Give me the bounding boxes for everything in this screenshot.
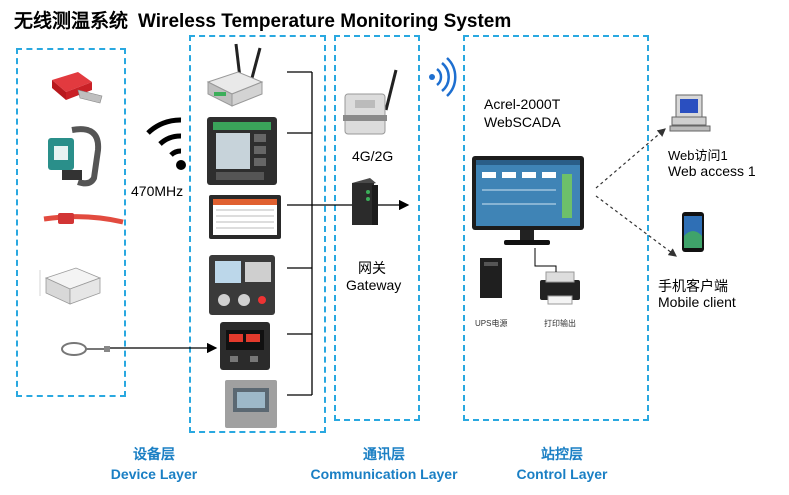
scada-type-label: WebSCADA	[484, 114, 561, 130]
communication-layer-box	[334, 35, 420, 421]
temperature-display-panel-icon	[207, 117, 277, 185]
ups-label: UPS电源	[475, 319, 508, 328]
web-access-cn-label: Web访问1	[668, 148, 728, 163]
gateway-device-icon	[352, 178, 378, 225]
device-layer-label: 设备层 Device Layer	[96, 444, 212, 484]
gateway-cn-label: 网关	[358, 260, 386, 276]
red-sensor-icon	[52, 72, 103, 104]
strap-sensor-icon	[43, 213, 124, 225]
printer-icon	[540, 271, 580, 305]
web-access-arrow	[595, 128, 666, 189]
network-label: 4G/2G	[352, 148, 394, 164]
mobile-client-arrow	[595, 195, 677, 257]
communication-layer-en: Communication Layer	[310, 466, 458, 482]
wireless-broadcast-icon	[429, 57, 457, 97]
gateway-en-label: Gateway	[346, 277, 402, 293]
page-title: 无线测温系统 Wireless Temperature Monitoring Sy…	[14, 6, 511, 33]
scada-name-label: Acrel-2000T	[484, 96, 561, 112]
web-access-en-label: Web access 1	[668, 163, 756, 179]
communication-layer-label: 通讯层 Communication Layer	[298, 444, 470, 484]
touch-screen-display-icon	[209, 195, 281, 239]
switch-status-controller-icon	[209, 255, 275, 315]
gray-cabinet-device-icon	[225, 380, 277, 428]
ups-power-icon	[480, 258, 502, 298]
communication-layer-cn: 通讯层	[363, 446, 405, 462]
digital-meter-icon	[220, 322, 270, 370]
device-layer-en: Device Layer	[110, 466, 198, 482]
printer-label: 打印输出	[544, 319, 576, 328]
white-box-sensor-icon	[39, 267, 102, 305]
mobile-client-en-label: Mobile client	[658, 294, 736, 310]
title-en: Wireless Temperature Monitoring System	[138, 11, 512, 32]
device-layer-cn: 设备层	[133, 446, 175, 462]
mobile-phone-icon	[682, 212, 704, 252]
computer-icon	[669, 94, 711, 132]
device-layer-box	[189, 35, 326, 433]
wireless-signal-icon	[146, 117, 186, 170]
scada-monitor-icon	[472, 156, 584, 245]
4g-dtu-module-icon	[343, 69, 398, 135]
cable-probe-sensor-icon	[61, 342, 110, 356]
control-layer-label: 站控层 Control Layer	[504, 444, 620, 484]
monitor-to-printer-line	[534, 248, 557, 272]
mobile-client-cn-label: 手机客户端	[658, 278, 728, 294]
control-layer-en: Control Layer	[516, 466, 608, 482]
clamp-sensor-icon	[48, 126, 102, 187]
sensor-group-box	[16, 48, 126, 397]
frequency-label: 470MHz	[131, 183, 184, 199]
control-layer-box	[463, 35, 649, 421]
device-bus-connector	[287, 71, 313, 396]
control-layer-cn: 站控层	[541, 446, 583, 462]
wireless-receiver-device-icon	[206, 43, 264, 107]
title-cn: 无线测温系统	[14, 11, 129, 32]
